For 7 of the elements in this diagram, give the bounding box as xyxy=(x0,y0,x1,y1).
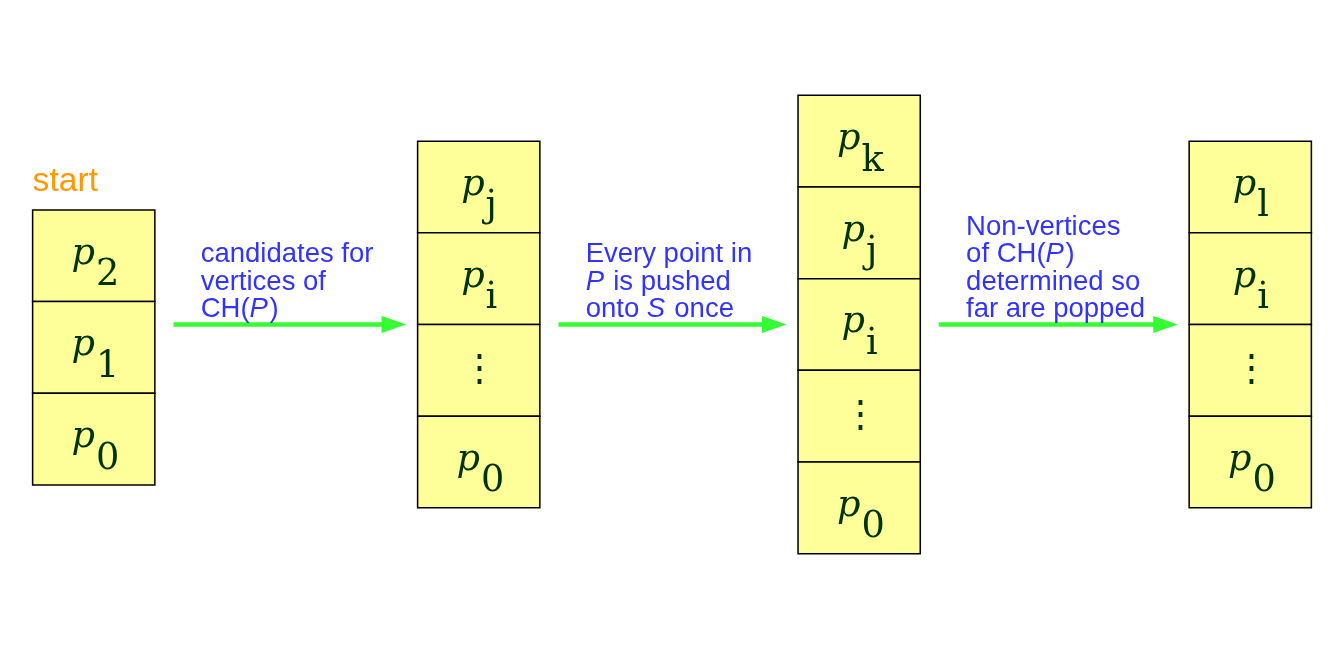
node-label: start xyxy=(32,160,98,198)
edge-label: Every point in P is pushed onto S once xyxy=(585,236,753,323)
arrow xyxy=(558,315,787,333)
arrow xyxy=(938,315,1178,333)
arrow xyxy=(173,315,406,333)
edge-label: Non-vertices of CH(P) determined so far are popped xyxy=(966,209,1145,323)
edge-label: candidates for vertices of CH(P) xyxy=(200,236,374,323)
